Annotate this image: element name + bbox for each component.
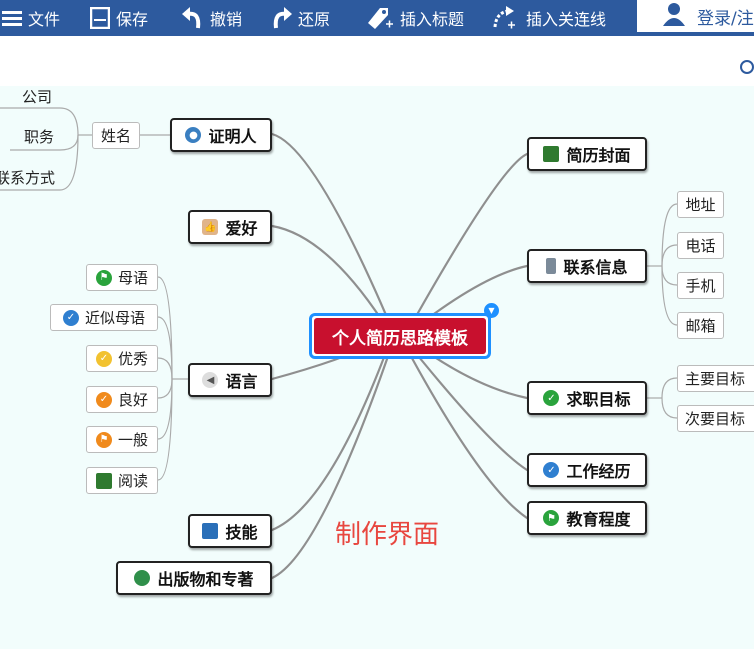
save-icon <box>90 7 110 29</box>
node-label: 出版物和专著 <box>157 570 254 589</box>
node-name[interactable]: 姓名 <box>92 122 140 149</box>
node-reading[interactable]: 阅读 <box>86 467 158 494</box>
connector <box>270 334 394 532</box>
node-mobile[interactable]: 手机 <box>677 272 724 299</box>
connector <box>270 334 397 580</box>
node-position[interactable]: 职务 <box>24 128 55 146</box>
root-node[interactable]: 个人简历思路模板 <box>309 313 491 359</box>
node-label: 一般 <box>117 431 148 449</box>
insert-link-button[interactable]: 插入关连线 <box>492 0 606 36</box>
green-check-icon: ✓ <box>543 390 560 406</box>
node-native[interactable]: ⚑ 母语 <box>86 264 158 291</box>
collapse-toggle-icon[interactable]: ▼ <box>484 303 499 318</box>
node-label: 近似母语 <box>84 309 145 327</box>
blue-check-icon: ✓ <box>543 462 560 478</box>
node-label: 优秀 <box>117 350 148 368</box>
redo-label: 还原 <box>298 10 331 29</box>
node-label: 爱好 <box>225 219 258 238</box>
node-education[interactable]: ⚑ 教育程度 <box>527 501 647 535</box>
node-near-native[interactable]: ✓ 近似母语 <box>50 304 158 331</box>
undo-icon <box>182 6 204 30</box>
connector <box>400 334 529 472</box>
green-flag-icon: ⚑ <box>95 269 112 286</box>
menu-icon <box>2 10 22 26</box>
node-label: 良好 <box>117 391 148 409</box>
green-flag-icon: ⚑ <box>543 510 560 526</box>
book-icon <box>543 146 560 162</box>
login-label: 登录/注 <box>697 8 754 29</box>
node-primary-goal[interactable]: 主要目标 <box>677 365 754 392</box>
speaker-icon: ◀ <box>202 372 219 388</box>
node-label: 母语 <box>117 269 148 287</box>
thumbs-up-icon: 👍 <box>202 219 219 235</box>
yellow-check-icon: ✓ <box>95 350 112 367</box>
search-icon[interactable] <box>740 60 754 74</box>
save-label: 保存 <box>116 10 149 29</box>
save-button[interactable]: 保存 <box>90 0 148 36</box>
node-work-experience[interactable]: ✓ 工作经历 <box>527 453 647 487</box>
connector <box>270 132 397 338</box>
node-language[interactable]: ◀ 语言 <box>188 363 272 397</box>
file-menu-button[interactable]: 文件 <box>2 0 60 36</box>
node-reference[interactable]: ● 证明人 <box>170 118 272 152</box>
insert-link-label: 插入关连线 <box>526 10 607 29</box>
node-contact-method[interactable]: 联系方式 <box>0 169 56 187</box>
connector <box>398 334 529 520</box>
node-excellent[interactable]: ✓ 优秀 <box>86 345 158 372</box>
node-publications[interactable]: 出版物和专著 <box>116 561 272 595</box>
connector-lines <box>0 107 678 580</box>
node-skills[interactable]: 技能 <box>188 514 272 548</box>
insert-title-button[interactable]: 插入标题 <box>366 0 464 36</box>
node-label: 语言 <box>225 372 258 391</box>
node-label: 阅读 <box>117 472 148 490</box>
node-telephone[interactable]: 电话 <box>677 232 724 259</box>
toolbar: 文件 保存 撤销 还原 插入标题 插入关连线 登录/注 <box>0 0 754 36</box>
watermark-text: 制作界面 <box>335 520 440 550</box>
node-hobbies[interactable]: 👍 爱好 <box>188 210 272 244</box>
node-good[interactable]: ✓ 良好 <box>86 386 158 413</box>
node-address[interactable]: 地址 <box>677 191 724 218</box>
blue-check-icon: ✓ <box>62 309 79 326</box>
redo-icon <box>270 6 292 30</box>
orange-flag-icon: ⚑ <box>95 431 112 448</box>
root-label: 个人简历思路模板 <box>314 318 486 354</box>
book-icon <box>95 472 112 489</box>
globe-icon <box>134 570 151 586</box>
person-icon: ● <box>185 127 202 143</box>
insert-title-label: 插入标题 <box>400 10 465 29</box>
connector <box>403 152 529 338</box>
mindmap-canvas[interactable]: 公司 职务 联系方式 姓名 ● 证明人 👍 爱好 ◀ 语言 技能 出版物和专著 ⚑ 母语… <box>0 86 754 649</box>
node-cover[interactable]: 简历封面 <box>527 137 647 171</box>
orange-check-icon: ✓ <box>95 391 112 408</box>
redo-button[interactable]: 还原 <box>270 0 330 36</box>
node-label: 教育程度 <box>566 510 631 529</box>
node-label: 技能 <box>225 523 258 542</box>
monitor-icon <box>202 523 219 539</box>
node-label: 求职目标 <box>566 390 631 409</box>
node-label: 证明人 <box>208 127 257 146</box>
secondary-bar <box>0 36 754 86</box>
phone-icon <box>546 258 557 274</box>
node-company[interactable]: 公司 <box>22 88 53 106</box>
node-label: 联系信息 <box>563 258 628 277</box>
undo-button[interactable]: 撤销 <box>182 0 242 36</box>
node-email[interactable]: 邮箱 <box>677 312 724 339</box>
undo-label: 撤销 <box>210 10 243 29</box>
login-button[interactable]: 登录/注 <box>637 0 754 32</box>
node-contact-info[interactable]: 联系信息 <box>527 249 647 283</box>
node-fair[interactable]: ⚑ 一般 <box>86 426 158 453</box>
file-label: 文件 <box>28 10 61 29</box>
node-label: 简历封面 <box>566 146 631 165</box>
link-plus-icon <box>492 5 520 31</box>
user-icon <box>663 2 685 31</box>
node-secondary-goal[interactable]: 次要目标 <box>677 405 754 432</box>
node-objective[interactable]: ✓ 求职目标 <box>527 381 647 415</box>
tag-plus-icon <box>366 5 394 31</box>
node-label: 工作经历 <box>566 462 631 481</box>
